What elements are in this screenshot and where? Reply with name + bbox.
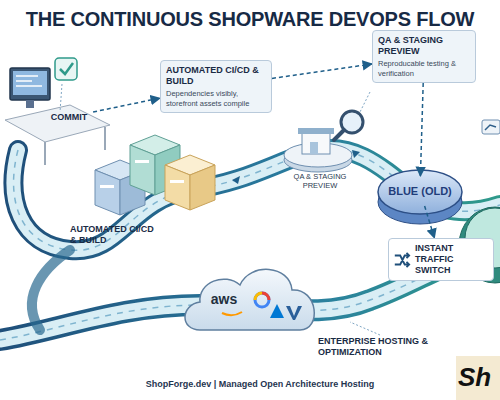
- road-swoosh-part: [32, 250, 70, 330]
- cloud-logos-part: [222, 312, 242, 315]
- diagram-title: THE CONTINUOUS SHOPWARE DEVOPS FLOW: [0, 8, 500, 31]
- workstation-part: [60, 63, 73, 74]
- workstation: [5, 58, 110, 165]
- node-heading: COMMIT: [44, 112, 94, 122]
- traffic-switch: INSTANT TRAFFIC SWITCH: [388, 238, 494, 281]
- cloud-logos-part: [185, 269, 314, 330]
- flow-connector: [425, 206, 435, 238]
- server-stack-part: [130, 145, 155, 195]
- node-heading: QA & STAGING PREVIEW: [378, 35, 470, 57]
- workstation-part: [10, 68, 50, 100]
- workstation-part: [5, 105, 110, 142]
- qa-platform-part: [360, 92, 370, 112]
- qa-platform-part: [334, 130, 344, 140]
- qa-platform-part: [298, 128, 334, 134]
- brand-watermark: Sh: [458, 362, 500, 392]
- node-heading: INSTANT TRAFFIC SWITCH: [415, 243, 489, 276]
- server-stack-part: [170, 180, 184, 183]
- cloud-logos-part: [286, 306, 302, 320]
- node-heading: BLUE (OLD): [388, 185, 452, 197]
- brand-badge: [456, 356, 500, 400]
- cloud-logos-part: [350, 322, 380, 335]
- qa-platform: [284, 92, 370, 172]
- workstation-part: [55, 58, 77, 80]
- workstation-part: [60, 84, 62, 112]
- brand-badge-part: [456, 356, 500, 400]
- hosting-cloud: aws: [205, 288, 243, 310]
- deploy-discs: [378, 120, 500, 283]
- qa-platform-part: [310, 142, 318, 154]
- road-swoosh-part: [14, 149, 500, 250]
- switch-icon: [393, 251, 411, 269]
- server-stack-part: [100, 185, 114, 188]
- node-heading: AUTOMATED CI/CD & BUILD: [166, 65, 266, 87]
- deploy-discs-part: [482, 120, 500, 134]
- stage-label: AUTOMATED CI/CD & BUILD: [70, 224, 154, 246]
- server-stack-part: [95, 170, 120, 215]
- deploy-discs-part: [378, 170, 462, 214]
- cloud-logos-part: [262, 293, 269, 300]
- workstation-part: [104, 127, 106, 150]
- cloud-logos: [185, 269, 380, 335]
- workstation-part: [26, 100, 34, 108]
- hosting-label: ENTERPRISE HOSTING & OPTIMIZATION: [318, 336, 448, 358]
- stage-label: QA & STAGING PREVIEW: [280, 172, 360, 190]
- flow-connector: [93, 98, 160, 112]
- server-stack-part: [165, 165, 190, 210]
- blue-disc: BLUE (OLD): [380, 176, 460, 206]
- build-callout: AUTOMATED CI/CD & BUILD Dependencies visi…: [160, 60, 272, 113]
- cloud-logos-part: [255, 293, 269, 307]
- workstation-part: [16, 75, 38, 77]
- road-swoosh-part: [14, 149, 500, 250]
- node-heading: aws: [211, 291, 237, 307]
- qa-callout: QA & STAGING PREVIEW Reproducable testing…: [372, 30, 476, 83]
- workstation-part: [16, 85, 42, 87]
- flow-connector: [420, 83, 423, 176]
- commit-step: COMMIT: [44, 112, 94, 122]
- server-stack-part: [190, 165, 215, 210]
- workstation-part: [44, 142, 46, 165]
- workstation-part: [13, 71, 47, 95]
- server-stack: [95, 135, 215, 215]
- server-stack-part: [135, 160, 149, 163]
- deploy-discs-part: [485, 125, 496, 130]
- qa-platform-part: [284, 143, 352, 167]
- cloud-logos-part: [255, 293, 262, 300]
- switch-icon-arrows: [395, 252, 409, 266]
- node-body: Dependencies visibly, storefront assets …: [166, 89, 266, 108]
- cloud-logos-part: [270, 304, 284, 318]
- road-swoosh: [0, 149, 500, 340]
- qa-platform-part: [302, 132, 330, 154]
- footer-caption: ShopForge.dev | Managed Open Architectur…: [110, 379, 410, 389]
- flow-connector: [272, 64, 372, 78]
- road-swoosh-part: [14, 149, 500, 250]
- node-body: Reproducable testing & verification: [378, 59, 470, 78]
- workstation-part: [16, 80, 32, 82]
